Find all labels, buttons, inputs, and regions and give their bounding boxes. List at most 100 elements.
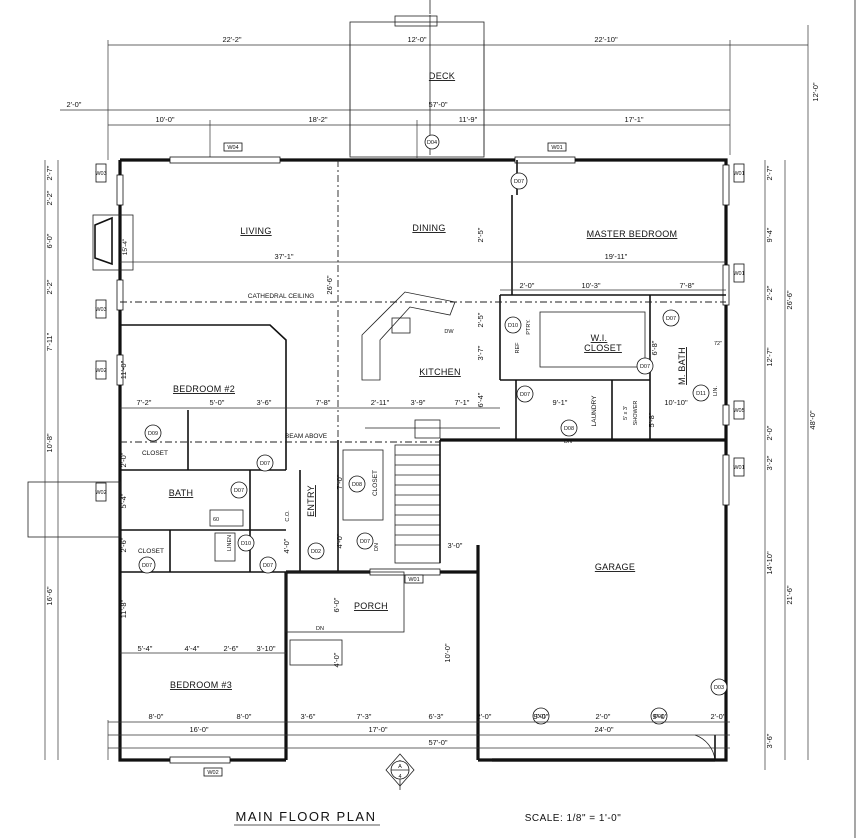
- plan-title: MAIN FLOOR PLAN: [236, 809, 377, 824]
- label-shower: SHOWER: [633, 401, 639, 426]
- window-tag-w05: W05: [733, 408, 744, 414]
- door-tag-d07c: D07: [640, 364, 650, 370]
- door-tag-d07d: D07: [520, 392, 530, 398]
- door-tag-d04: D04: [427, 140, 437, 146]
- room-label-bedroom2: BEDROOM #2: [173, 384, 235, 394]
- dim-t3: 11'-9": [459, 115, 478, 124]
- window-tag-w03b: W03: [95, 307, 106, 313]
- stair-treads: [395, 454, 440, 546]
- door-tag-d09: D09: [148, 431, 158, 437]
- window-tags: W04 W01 W03 W03 W02 W02 W01 W01 W05 W01 …: [95, 142, 745, 777]
- door-tag-d10b: D10: [241, 541, 251, 547]
- room-label-bath: BATH: [169, 488, 194, 498]
- note-shower-size: 5' x 3': [623, 406, 629, 420]
- porch: PORCH DN: [285, 571, 405, 666]
- dim-r8: 3'-6": [765, 733, 774, 748]
- label-linen: LINEN: [227, 535, 233, 551]
- room-label-living: LIVING: [240, 226, 271, 236]
- label-closet-b3: CLOSET: [138, 548, 164, 555]
- door-tag-d02: D02: [311, 549, 321, 555]
- interior-dimensions: 37'-1" 19'-11" 26'-6" 2'-5" 7'-2" 5'-0" …: [120, 227, 726, 667]
- dim-l4: 2'-2": [45, 279, 54, 294]
- fireplace: 15'-4": [92, 214, 134, 271]
- dim-bot5: 6'-3": [429, 712, 444, 721]
- section-number: 4: [398, 774, 401, 780]
- dim-b2-1: 7'-2": [137, 398, 152, 407]
- dim-sum3: 24'-0": [594, 725, 613, 734]
- window-tag-w01a: W01: [551, 145, 562, 151]
- dim-bot4: 7'-3": [357, 712, 372, 721]
- room-label-entry: ENTRY: [306, 485, 316, 517]
- section-marker: A 4: [385, 753, 415, 790]
- dim-b2-4: 7'-8": [316, 398, 331, 407]
- window-tag-w01-porch: W01: [408, 577, 419, 583]
- dim-bot7: 9'-0": [534, 712, 549, 721]
- dim-k6: 6'-4": [476, 392, 485, 407]
- dim-sum2: 17'-0": [368, 725, 387, 734]
- note-dn-porch: DN: [316, 626, 324, 632]
- note-co: C.O.: [285, 510, 291, 522]
- note-dn-laundry: DN: [564, 439, 572, 445]
- dim-k7: 3'-7": [476, 345, 485, 360]
- door-tag-d08a: D08: [564, 426, 574, 432]
- dim-l2: 2'-2": [45, 190, 54, 205]
- dim-r-total2: 21'-6": [785, 585, 794, 604]
- label-pantry: PTRY.: [526, 319, 532, 335]
- top-dimensions: 22'-2" 12'-0" 22'-10" 57'-0" 2'-0" 10'-0…: [60, 35, 808, 160]
- room-label-wi-closet: CLOSET: [584, 343, 622, 353]
- dim-overall-top: 57'-0": [428, 100, 447, 109]
- dim-k1: 2'-11": [371, 398, 390, 407]
- dim-fireplace: 15'-4": [122, 238, 129, 255]
- room-label-deck: DECK: [429, 71, 455, 81]
- door-tag-d07f: D07: [234, 488, 244, 494]
- bottom-dimensions: 8'-0" 8'-0" 3'-6" 7'-3" 6'-3" 2'-0" 9'-0…: [107, 712, 730, 760]
- dim-l3: 6'-0": [45, 233, 54, 248]
- dim-l10: 2'-6": [119, 537, 128, 552]
- door-tag-d07e: D07: [260, 461, 270, 467]
- door-tag-d07h: D07: [263, 563, 273, 569]
- door-tag-d01a: D01: [536, 714, 546, 720]
- dim-mc4: 6'-8": [650, 340, 659, 355]
- dim-mc5: 5'-8": [647, 412, 656, 427]
- window-tag-w02b: W02: [95, 490, 106, 496]
- label-closet-entry: CLOSET: [372, 470, 379, 496]
- door-tags: D07 D07 D07 D07 D07 D07 D07 D07 D07 D10 …: [138, 172, 728, 725]
- dim-master-span: 19'-11": [605, 252, 628, 261]
- dim-k-vert: 2'-5": [476, 227, 485, 242]
- dim-top-left: 22'-2": [222, 35, 241, 44]
- dim-r7: 14'-10": [765, 551, 774, 575]
- room-label-porch: PORCH: [354, 601, 388, 611]
- dim-mc1: 2'-0": [520, 281, 535, 290]
- dim-r1: 2'-7": [765, 165, 774, 180]
- dim-bot2: 8'-0": [237, 712, 252, 721]
- dim-bot8: 2'-0": [596, 712, 611, 721]
- door-tag-d07g: D07: [142, 563, 152, 569]
- plan-notes: DW REF DN DN C.O. 60 5' x 3' 72": [209, 329, 722, 551]
- dim-mc2: 10'-3": [581, 281, 600, 290]
- title-block: MAIN FLOOR PLAN SCALE: 1/8" = 1'-0": [234, 809, 621, 826]
- dim-r3: 2'-2": [765, 285, 774, 300]
- dim-en4: 3'-0": [448, 541, 463, 550]
- note-cathedral: CATHEDRAL CEILING: [248, 293, 314, 300]
- right-dimensions: 12'-0" 2'-7" 9'-4" 2'-2" 12'-7" 2'-0" 3'…: [764, 25, 820, 770]
- door-tag-d07i: D07: [360, 539, 370, 545]
- note-tub: 60: [213, 517, 219, 523]
- dim-bot10: 2'-0": [711, 712, 726, 721]
- label-lin: LIN.: [713, 385, 719, 396]
- dim-bot9: 9'-0": [653, 712, 668, 721]
- door-tag-d10a: D10: [508, 323, 518, 329]
- dim-t1: 10'-0": [155, 115, 174, 124]
- dim-top-mid: 12'-0": [407, 35, 426, 44]
- dim-en1: 7'-0": [335, 474, 344, 489]
- dim-k4: 9'-1": [553, 398, 568, 407]
- dim-t2: 18'-2": [308, 115, 327, 124]
- dim-bot6: 2'-0": [477, 712, 492, 721]
- label-closet-b2: CLOSET: [142, 450, 168, 457]
- dim-right-deck: 12'-0": [811, 82, 820, 101]
- door-tag-d07b: D07: [666, 316, 676, 322]
- dim-l11: 2'-0": [119, 452, 128, 467]
- note-beam: BEAM ABOVE: [285, 433, 328, 440]
- door-tag-d11: D11: [696, 391, 706, 397]
- dim-bot3: 3'-6": [301, 712, 316, 721]
